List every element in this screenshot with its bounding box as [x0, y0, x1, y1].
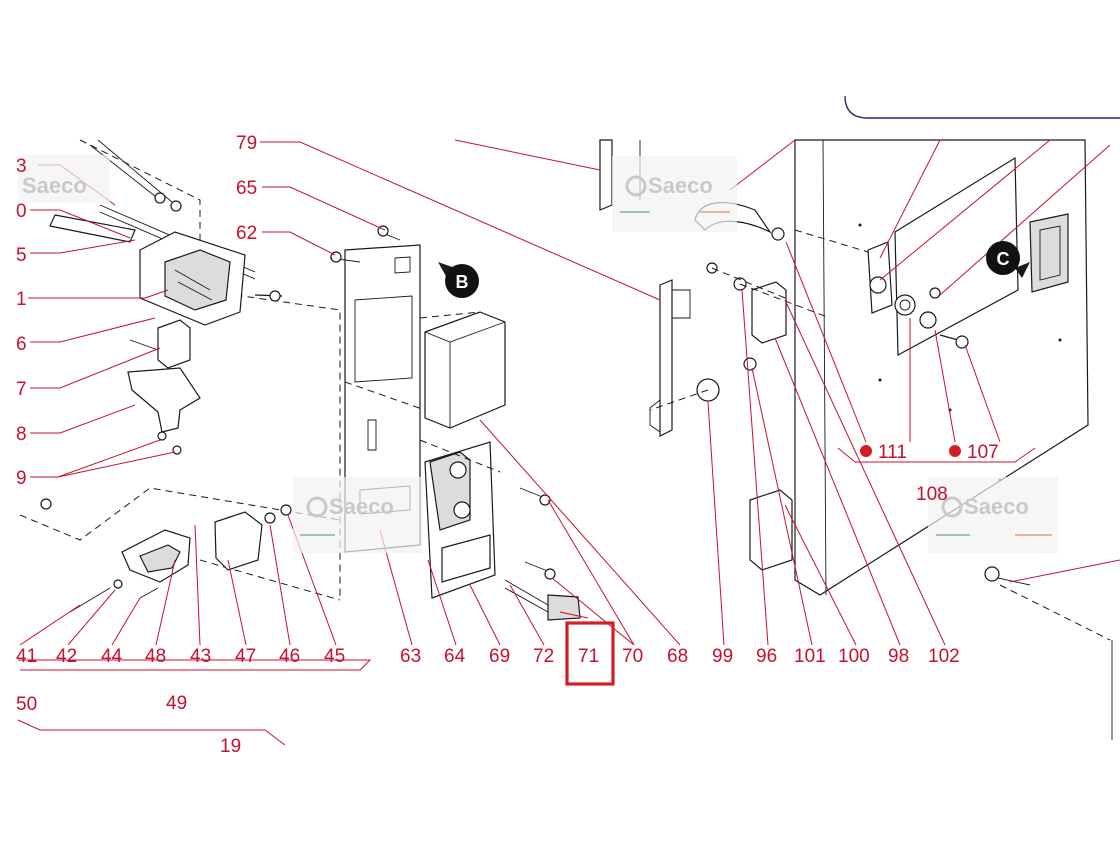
watermark-text: Saeco: [964, 494, 1029, 519]
left-column-labels: 3 0 5 1 6 7 8 9: [16, 156, 27, 489]
part-label: 100: [838, 646, 870, 667]
part-label: 43: [190, 646, 211, 667]
part-label: 70: [622, 646, 643, 667]
part-label: 49: [166, 693, 187, 714]
highlight-box-71: [565, 621, 615, 686]
svg-text:B: B: [456, 272, 469, 292]
part-label: 68: [667, 646, 688, 667]
part-label: 50: [16, 694, 37, 715]
part-label: 65: [236, 178, 257, 199]
left-assembly: [19, 139, 341, 613]
part-label: 44: [101, 646, 123, 667]
part-label: 96: [756, 646, 777, 667]
part-label: 63: [400, 646, 421, 667]
part-label: 1: [16, 289, 27, 310]
part-label: 8: [16, 424, 27, 445]
part-label: 19: [220, 736, 241, 757]
watermark-text: Saeco: [329, 494, 394, 519]
watermark-1: Saeco: [18, 155, 110, 203]
watermark-3: Saeco: [293, 477, 423, 553]
part-label: 62: [236, 223, 257, 244]
right-labels: 111 107: [878, 442, 999, 463]
part-label-highlighted: 71: [578, 646, 599, 667]
part-label: 5: [16, 245, 27, 266]
part-label: 98: [888, 646, 909, 667]
part-label: 48: [145, 646, 166, 667]
part-label: 111: [878, 442, 907, 463]
marker-dot-111: [860, 445, 872, 457]
part-label: 72: [533, 646, 554, 667]
badge-c: C: [986, 241, 1030, 278]
part-label: 102: [928, 646, 960, 667]
top-right-panel: [844, 95, 1120, 119]
part-label: 3: [16, 156, 27, 177]
part-label: 69: [489, 646, 510, 667]
marker-dot-107: [949, 445, 961, 457]
badge-b: B: [438, 262, 479, 298]
watermark-text: Saeco: [648, 173, 713, 198]
part-label: 79: [236, 133, 257, 154]
part-label: 7: [16, 379, 27, 400]
part-label: 9: [16, 468, 27, 489]
part-label: 107: [967, 442, 999, 463]
bottom-row-labels: 41 42 44 48 43 47 46 45 63 64 69 72 71 7…: [16, 646, 960, 667]
part-label: 47: [235, 646, 256, 667]
part-label: 99: [712, 646, 733, 667]
part-label: 6: [16, 334, 27, 355]
leader-lines: [17, 139, 1120, 746]
part-label: 108: [916, 484, 948, 505]
part-label: 64: [444, 646, 466, 667]
part-label: 101: [794, 646, 826, 667]
top-labels: 79 65 62: [236, 133, 257, 244]
svg-text:C: C: [997, 249, 1010, 269]
watermark-text: Saeco: [22, 173, 87, 198]
group-labels: 49 50 19 108: [16, 484, 948, 757]
part-label: 45: [324, 646, 345, 667]
part-label: 41: [16, 646, 37, 667]
watermark-2: Saeco: [612, 156, 737, 232]
watermark-4: Saeco: [928, 477, 1058, 553]
part-label: 0: [16, 201, 27, 222]
part-label: 46: [279, 646, 300, 667]
center-panel: [329, 225, 581, 621]
part-label: 42: [56, 646, 77, 667]
